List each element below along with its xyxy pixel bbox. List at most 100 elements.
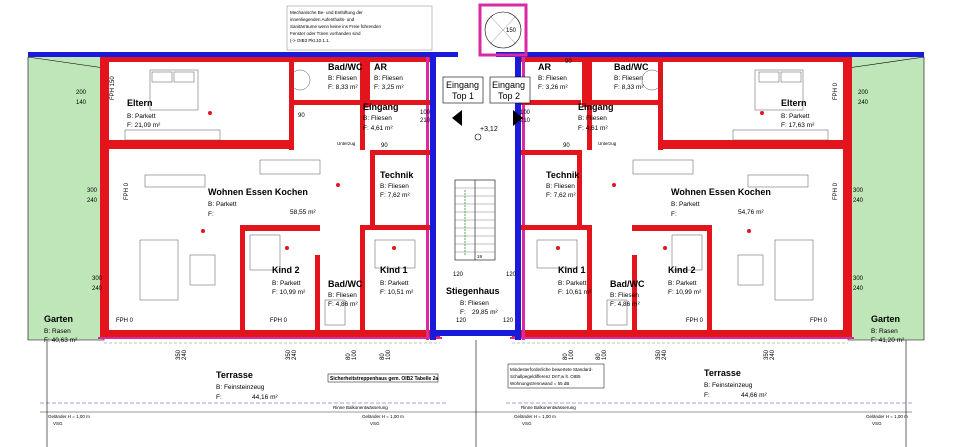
svg-text:B: Parkett: B: Parkett	[671, 201, 700, 208]
svg-text:B: Fliesen: B: Fliesen	[610, 292, 639, 299]
svg-text:90: 90	[563, 143, 570, 149]
svg-text:100: 100	[352, 349, 358, 360]
svg-text:80: 80	[346, 353, 352, 360]
svg-text:120: 120	[456, 318, 467, 324]
svg-text:B: Feinsteinzeug: B: Feinsteinzeug	[704, 382, 753, 389]
svg-text:F: 10,51 m²: F: 10,51 m²	[380, 289, 414, 296]
interior-walls-left	[109, 62, 430, 330]
svg-text:FPH 150: FPH 150	[110, 76, 116, 100]
svg-text:VSG: VSG	[53, 421, 63, 426]
bottom-dims: 350 240 350 240 80 100 80 100 80 100 80 …	[176, 349, 776, 360]
svg-text:350: 350	[176, 349, 182, 360]
svg-text:240: 240	[858, 100, 869, 106]
svg-text:Bad/WC: Bad/WC	[328, 279, 363, 289]
svg-text:90: 90	[381, 143, 388, 149]
room-technik-right: Technik B: Fliesen F: 7,62 m²	[546, 170, 580, 199]
room-technik-left: Technik B: Fliesen F: 7,62 m²	[380, 170, 414, 199]
svg-text:VSG: VSG	[872, 421, 882, 426]
drain-note-right: Rinne Balkonentwässerung	[521, 405, 576, 410]
svg-text:300: 300	[92, 276, 103, 282]
svg-text:F:: F:	[208, 211, 214, 218]
svg-text:B: Fliesen: B: Fliesen	[460, 300, 489, 307]
svg-text:F: 10,61 m²: F: 10,61 m²	[558, 289, 592, 296]
svg-text:FPH 0: FPH 0	[833, 182, 839, 200]
svg-text:Eingang: Eingang	[446, 80, 479, 90]
svg-text:100: 100	[602, 349, 608, 360]
room-kind2-right: Kind 2 B: Parkett F: 10,99 m²	[668, 265, 702, 296]
room-kind2-left: Kind 2 B: Parkett F: 10,99 m²	[272, 265, 306, 296]
garden-right-area	[848, 57, 924, 340]
svg-text:350: 350	[286, 349, 292, 360]
unterzug-left: Unterzug	[337, 141, 356, 146]
svg-text:F: 7,62 m²: F: 7,62 m²	[546, 192, 576, 199]
svg-text:B: Fliesen: B: Fliesen	[328, 75, 357, 82]
svg-text:Stiegenhaus: Stiegenhaus	[446, 286, 500, 296]
fph-labels: FPH 0 FPH 0 FPH 0 FPH 0 FPH 150 FPH 0 FP…	[110, 76, 839, 324]
svg-text:Garten: Garten	[44, 314, 73, 324]
svg-text:FPH 0: FPH 0	[810, 318, 828, 324]
stairs-count: 19	[477, 254, 483, 259]
ventilation-note: Mechanische Be- und Entlüftung der innen…	[290, 10, 382, 43]
svg-text:29,85 m²: 29,85 m²	[472, 309, 498, 316]
svg-text:90: 90	[298, 113, 305, 119]
svg-text:VSG: VSG	[522, 421, 532, 426]
svg-text:Bad/WC: Bad/WC	[328, 62, 363, 72]
room-garten-left: Garten B: Rasen F: 40,63 m²	[44, 314, 78, 344]
svg-text:F: 4,61 m²: F: 4,61 m²	[363, 125, 393, 132]
svg-text:AR: AR	[538, 62, 551, 72]
svg-text:Wohnen Essen Kochen: Wohnen Essen Kochen	[208, 187, 308, 197]
svg-text:F: 10,99 m²: F: 10,99 m²	[668, 289, 702, 296]
svg-text:200: 200	[858, 90, 869, 96]
svg-text:F:: F:	[671, 211, 677, 218]
svg-text:Eingang: Eingang	[492, 80, 525, 90]
svg-text:350: 350	[656, 349, 662, 360]
svg-text:100: 100	[569, 349, 575, 360]
svg-text:44,66 m²: 44,66 m²	[741, 392, 767, 399]
svg-text:80: 80	[596, 353, 602, 360]
svg-text:F:: F:	[704, 392, 710, 399]
svg-text:140: 140	[76, 100, 87, 106]
svg-text:B: Parkett: B: Parkett	[380, 280, 409, 287]
svg-text:B: Fliesen: B: Fliesen	[374, 75, 403, 82]
room-terrasse-left: Terrasse B: Feinsteinzeug F: 44,16 m²	[216, 370, 278, 401]
svg-text:B: Parkett: B: Parkett	[781, 113, 810, 120]
svg-text:F: 4,86 m²: F: 4,86 m²	[610, 301, 640, 308]
svg-text:Kind 2: Kind 2	[272, 265, 300, 275]
svg-text:F: 17,63 m²: F: 17,63 m²	[781, 122, 815, 129]
svg-text:F: 10,99 m²: F: 10,99 m²	[272, 289, 306, 296]
svg-text:240: 240	[292, 349, 298, 360]
svg-text:B: Fliesen: B: Fliesen	[546, 183, 575, 190]
svg-text:240: 240	[770, 349, 776, 360]
svg-text:F: 41,20 m²: F: 41,20 m²	[871, 337, 905, 344]
room-bad-wc-right-top: Bad/WC B: Fliesen F: 8,33 m²	[614, 62, 649, 91]
svg-text:80: 80	[380, 353, 386, 360]
svg-text:350: 350	[764, 349, 770, 360]
svg-text:B: Parkett: B: Parkett	[668, 280, 697, 287]
elevator-dim: 150	[506, 28, 517, 34]
railing-note-4: Geländer H = 1,00 m	[866, 414, 908, 419]
svg-text:Kind 2: Kind 2	[668, 265, 696, 275]
svg-text:Eingang: Eingang	[363, 102, 399, 112]
svg-text:B: Rasen: B: Rasen	[871, 328, 898, 335]
room-kind1-right: Kind 1 B: Parkett F: 10,61 m²	[558, 265, 592, 296]
svg-text:100: 100	[520, 110, 531, 116]
svg-text:44,16 m²: 44,16 m²	[252, 394, 278, 401]
svg-text:F: 3,26 m²: F: 3,26 m²	[538, 84, 568, 91]
room-terrasse-right: Terrasse B: Feinsteinzeug F: 44,66 m²	[704, 368, 767, 399]
room-eingang-left: Eingang B: Fliesen F: 4,61 m²	[363, 102, 399, 132]
entry-arrow-right-icon	[513, 110, 523, 126]
drain-note-left: Rinne Balkonentwässerung	[333, 405, 388, 410]
svg-text:120: 120	[506, 272, 517, 278]
svg-text:F: 3,25 m²: F: 3,25 m²	[374, 84, 404, 91]
svg-text:240: 240	[853, 286, 864, 292]
elevator-circle	[484, 11, 522, 49]
svg-text:90: 90	[565, 59, 572, 65]
svg-text:F:: F:	[460, 309, 466, 316]
svg-text:F:: F:	[216, 394, 222, 401]
room-wohnen-right: Wohnen Essen Kochen B: Parkett F: 54,76 …	[671, 187, 771, 218]
railing-note-3: Geländer H = 1,00 m	[514, 414, 556, 419]
svg-text:Technik: Technik	[546, 170, 580, 180]
garden-left-area	[28, 57, 104, 340]
room-bad-wc-left-bottom: Bad/WC B: Fliesen F: 4,86 m²	[328, 279, 363, 308]
